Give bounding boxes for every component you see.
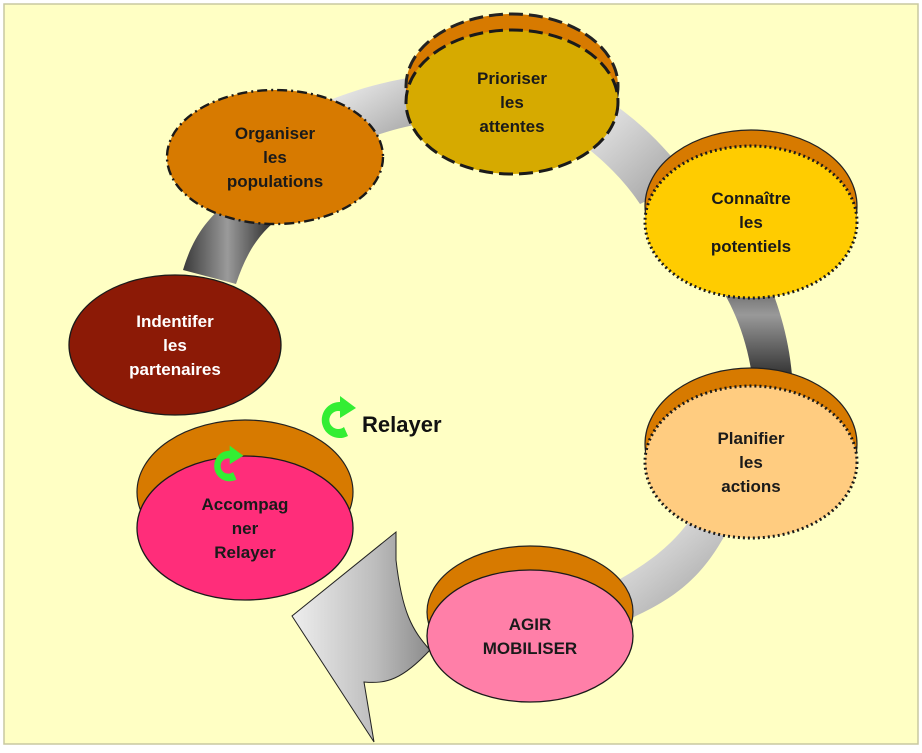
step-ellipse bbox=[643, 144, 859, 300]
step-label: Relayer bbox=[214, 543, 276, 562]
step-label: Connaître bbox=[711, 189, 790, 208]
step-identifier: Indentifer les partenaires bbox=[68, 274, 282, 416]
step-prioriser: Prioriser les attentes bbox=[404, 12, 620, 176]
step-label: Accompag bbox=[202, 495, 289, 514]
step-label: potentiels bbox=[711, 237, 791, 256]
return-arrow bbox=[291, 530, 431, 743]
step-label: attentes bbox=[479, 117, 544, 136]
step-label: les bbox=[163, 336, 187, 355]
step-label: les bbox=[263, 148, 287, 167]
relay-arrow-icon bbox=[321, 396, 356, 438]
step-ellipse bbox=[165, 88, 385, 226]
step-label: les bbox=[739, 453, 763, 472]
relay-label: Relayer bbox=[362, 412, 442, 437]
step-label: les bbox=[739, 213, 763, 232]
step-label: partenaires bbox=[129, 360, 221, 379]
step-label: actions bbox=[721, 477, 781, 496]
step-label: les bbox=[500, 93, 524, 112]
relay-arrow-icon bbox=[214, 445, 244, 482]
step-label: MOBILISER bbox=[483, 639, 577, 658]
step-ellipse bbox=[404, 28, 620, 176]
step-ellipse bbox=[643, 384, 859, 540]
step-label: populations bbox=[227, 172, 323, 191]
step-label: Planifier bbox=[717, 429, 784, 448]
step-organiser: Organiser les populations bbox=[165, 88, 385, 226]
step-label: AGIR bbox=[509, 615, 552, 634]
relay-icon-group: Relayer bbox=[214, 396, 442, 482]
step-label: ner bbox=[232, 519, 259, 538]
step-connaitre: Connaître les potentiels bbox=[643, 129, 859, 300]
step-label: Prioriser bbox=[477, 69, 547, 88]
step-label: Organiser bbox=[235, 124, 316, 143]
step-ellipse bbox=[68, 274, 282, 416]
step-ellipse bbox=[136, 455, 354, 601]
step-ellipse bbox=[426, 569, 634, 703]
step-planifier: Planifier les actions bbox=[643, 367, 859, 540]
step-agir: AGIR MOBILISER bbox=[426, 545, 634, 703]
step-label: Indentifer bbox=[136, 312, 214, 331]
